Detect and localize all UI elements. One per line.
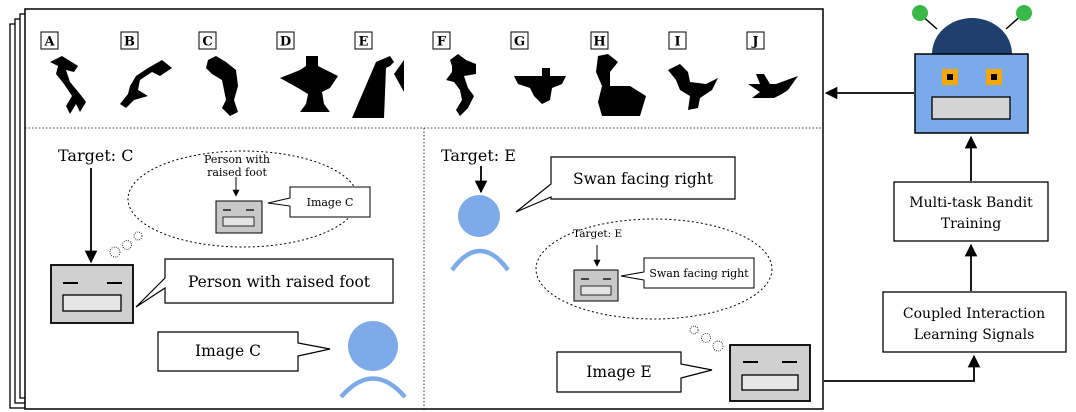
tangram-row	[50, 54, 798, 118]
tangram-letter-box	[510, 31, 529, 50]
tangram-letter: J	[751, 35, 758, 50]
tangram-b	[120, 60, 172, 108]
left-thought-speech: Image C	[267, 186, 371, 218]
tangram-h	[596, 54, 646, 116]
tangram-letter: G	[514, 35, 525, 50]
tangram-letter-box	[120, 31, 139, 50]
svg-text:Swan facing right: Swan facing right	[649, 267, 749, 280]
svg-text:Image E: Image E	[586, 363, 651, 381]
left-target-label: Target: C	[58, 146, 133, 165]
tangram-g	[514, 68, 566, 104]
right-target-label: Target: E	[441, 146, 516, 165]
svg-text:Image C: Image C	[195, 342, 261, 360]
right-thought-speech: Swan facing right	[620, 257, 755, 289]
tangram-letter: I	[674, 35, 680, 50]
tangram-letter-box	[40, 31, 59, 50]
left-listener-reply: Image C	[157, 331, 331, 372]
tangram-j	[748, 74, 798, 98]
tangram-letter-box	[198, 31, 217, 50]
tangram-letter: B	[124, 35, 135, 50]
svg-text:Person with raised foot: Person with raised foot	[188, 273, 371, 291]
tangram-letter: E	[359, 35, 369, 50]
tangram-c	[206, 56, 238, 116]
right-listener-reply: Image E	[556, 351, 713, 393]
right-speaker-utterance: Swan facing right	[515, 156, 736, 213]
robot-icon	[912, 5, 1032, 134]
tangram-letter-box	[668, 31, 687, 50]
tangram-letter: H	[593, 35, 605, 50]
right-listener-avatar	[729, 344, 811, 402]
right-thought-target: Target: E	[573, 228, 622, 240]
tangram-letter-box	[590, 31, 609, 50]
svg-text:Image C: Image C	[307, 196, 354, 209]
tangram-letter: C	[202, 35, 212, 50]
tangram-d	[280, 56, 338, 112]
tangram-f	[446, 54, 476, 116]
tangram-letter: F	[437, 35, 447, 50]
right-human-speaker	[450, 195, 510, 272]
svg-text:Swan facing right: Swan facing right	[573, 170, 714, 188]
tangram-letter: A	[43, 35, 55, 50]
tangram-letter: D	[280, 35, 291, 50]
right-small-avatar	[573, 269, 619, 302]
tangram-letter-box	[432, 31, 451, 50]
left-speaker-avatar	[50, 264, 134, 324]
left-speaker-utterance: Person with raised foot	[135, 258, 394, 308]
tangram-letter-box	[276, 31, 295, 50]
tangram-a	[50, 56, 86, 114]
tangram-letter-box	[354, 31, 373, 50]
tangram-letter-box	[746, 31, 765, 50]
left-small-avatar	[215, 200, 263, 234]
tangram-e	[352, 56, 404, 118]
tangram-letters: A B C D E F G H I J	[40, 31, 765, 50]
left-human-listener	[339, 321, 407, 399]
tangram-i	[668, 64, 718, 110]
